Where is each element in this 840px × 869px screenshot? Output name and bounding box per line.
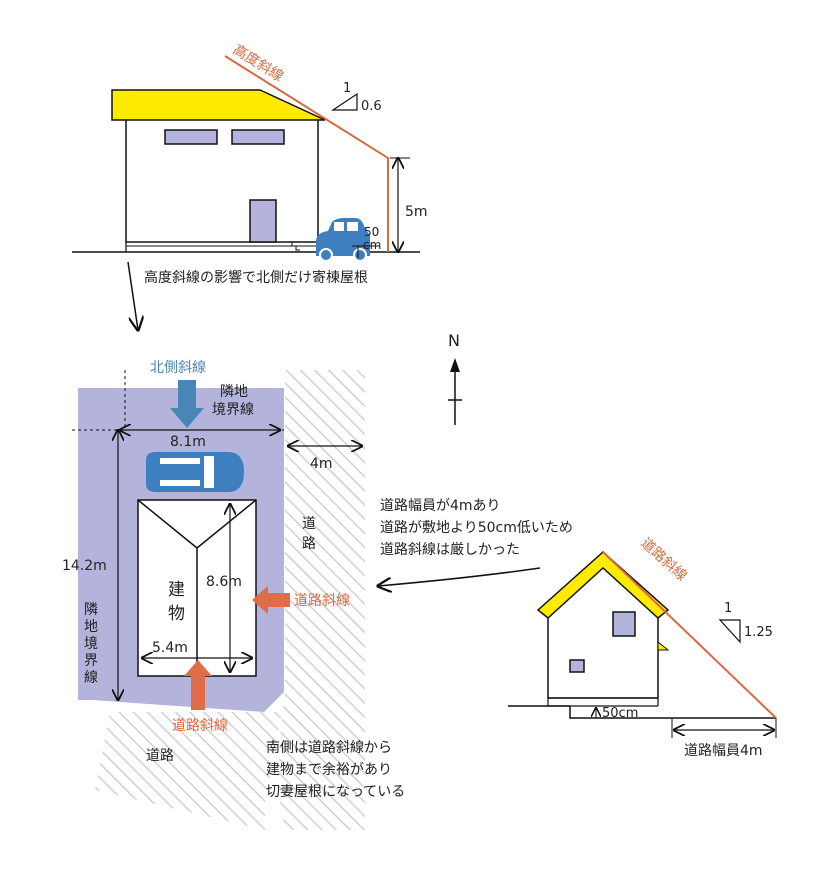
building-depth-dim: 8.6m xyxy=(206,574,242,590)
top-elevation: 高度斜線 1 0.6 5m 50 cm 高度斜線の影響で北側だけ寄棟屋根 xyxy=(72,41,428,330)
north-label: N xyxy=(448,331,460,350)
road-width-dim: 4m xyxy=(310,456,333,472)
neighbor-left-label: 隣 地 境 界 線 xyxy=(84,602,102,686)
stairs xyxy=(288,241,300,251)
side-window-upper xyxy=(612,611,636,637)
side-step-dim: 50cm xyxy=(602,706,638,721)
neighbor-top-1: 隣地 xyxy=(220,384,248,400)
building-label: 建 物 xyxy=(168,580,190,624)
svg-text:道路幅員が4mあり 道路が敷地より50cm低いた: 道路幅員が4mあり 道路が敷地より50cm低いため 道路斜線は厳しかった xyxy=(380,498,577,558)
side-window-lower xyxy=(569,659,585,673)
side-house-body xyxy=(547,560,659,699)
height-limit-line xyxy=(224,55,389,252)
height-line-label: 高度斜線 xyxy=(230,41,286,85)
road-note: 道路幅員が4mあり 道路が敷地より50cm低いため 道路斜線は厳しかった xyxy=(378,498,577,586)
east-setback-label: 道路斜線 xyxy=(294,593,350,609)
building-width-dim: 5.4m xyxy=(152,640,188,656)
hip-roof xyxy=(111,89,326,121)
north-arrow-icon xyxy=(450,358,460,372)
car-top-icon xyxy=(146,452,244,492)
south-setback-label: 道路斜線 xyxy=(172,718,228,734)
south-setback-arrow xyxy=(184,660,212,710)
slope-triangle-side xyxy=(718,619,741,644)
slope-num-top: 1 xyxy=(343,81,351,96)
width-dim: 8.1m xyxy=(170,434,206,450)
neighbor-top-2: 境界線 xyxy=(212,402,254,418)
down-arrow xyxy=(127,261,138,330)
lot-depth-dim: 14.2m xyxy=(62,558,107,574)
height-dim-label: 5m xyxy=(405,204,428,220)
slope-den-top: 0.6 xyxy=(361,99,382,114)
side-elevation: 道路斜線 1 1.25 50cm 道路幅員4m xyxy=(508,535,777,759)
south-note: 南側は道路斜線から 建物まで余裕があり 切妻屋根になっている xyxy=(266,740,405,800)
road-south xyxy=(95,712,282,830)
step-unit: cm xyxy=(363,238,381,252)
road-east xyxy=(278,370,365,830)
house-body xyxy=(125,117,319,243)
road-slope-line xyxy=(602,551,777,719)
site-plan: 北側斜線 隣地 境界線 8.1m 4m 14.2m 建 物 8.6m xyxy=(62,360,365,830)
svg-text:南側は道路斜線から 建物まで余裕があり: 南側は道路斜線から 建物まで余裕があり 切妻屋根になっている xyxy=(266,740,405,800)
road-east-label: 道 路 xyxy=(302,516,320,552)
window-left xyxy=(164,129,218,145)
slope-num-side: 1 xyxy=(724,601,732,616)
note-arrow xyxy=(378,567,541,586)
road-south-label: 道路 xyxy=(146,748,174,764)
side-road-width: 道路幅員4m xyxy=(684,743,763,759)
door xyxy=(249,199,277,243)
top-caption: 高度斜線の影響で北側だけ寄棟屋根 xyxy=(144,269,368,286)
step-num: 50 xyxy=(364,225,379,239)
north-setback-label: 北側斜線 xyxy=(150,360,206,376)
east-setback-arrow xyxy=(252,586,290,614)
north-indicator: N xyxy=(448,331,462,425)
window-right xyxy=(231,129,285,145)
slope-den-side: 1.25 xyxy=(744,625,773,640)
car-side-icon xyxy=(316,218,370,262)
slope-triangle-top xyxy=(331,92,358,111)
side-road-line-label: 道路斜線 xyxy=(637,535,689,584)
north-setback-arrow xyxy=(170,380,204,428)
